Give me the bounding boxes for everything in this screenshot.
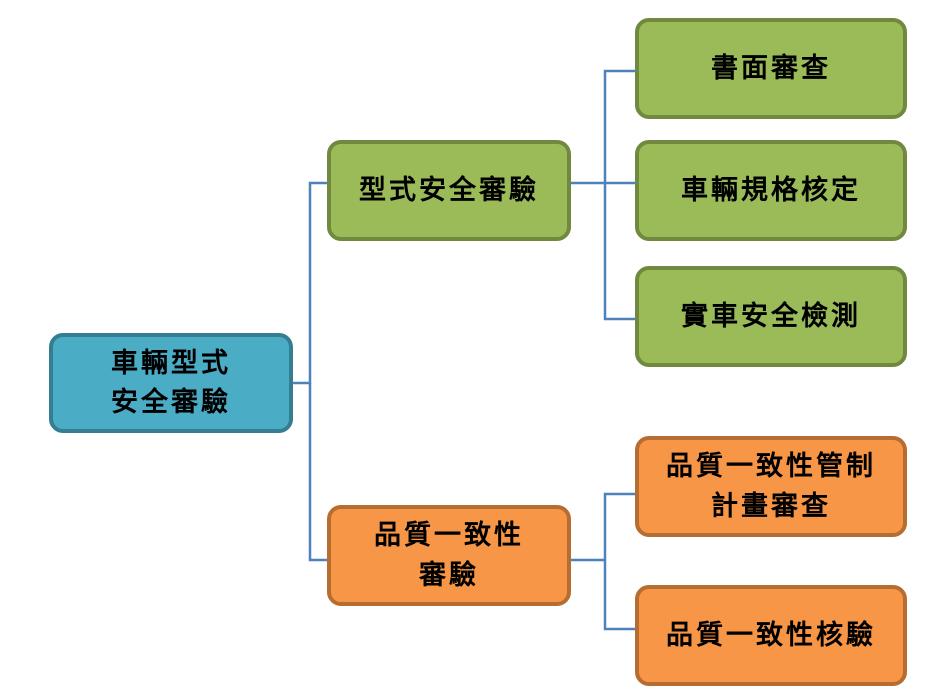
quality-child-label: 品質一致性核驗 [666, 619, 876, 651]
type-branch-label: 型式安全審驗 [359, 174, 539, 206]
root-line-2: 安全審驗 [111, 387, 231, 418]
type-child-node-vehicle-test: 實車安全檢測 [635, 266, 907, 367]
quality-child-node-plan-review: 品質一致性管制 計畫審查 [635, 436, 907, 537]
quality-branch-line-1: 品質一致性 [374, 520, 524, 552]
quality-branch-node: 品質一致性 審驗 [327, 505, 571, 606]
connector-quality-spine [603, 492, 638, 631]
quality-child-line-2: 計畫審查 [711, 490, 831, 522]
connector-type-spine [603, 69, 638, 321]
root-line-1: 車輛型式 [111, 347, 231, 379]
type-child-label: 書面審查 [711, 52, 831, 84]
quality-child-node-verification: 品質一致性核驗 [635, 585, 907, 686]
connector-root-to-quality [308, 383, 330, 562]
quality-branch-line-2: 審驗 [419, 559, 479, 591]
type-child-node-spec-approval: 車輛規格核定 [635, 140, 907, 241]
root-node: 車輛型式 安全審驗 [49, 333, 293, 433]
type-child-label: 車輛規格核定 [681, 174, 861, 206]
type-branch-node: 型式安全審驗 [327, 140, 571, 241]
quality-child-line-1: 品質一致性管制 [666, 451, 876, 483]
type-child-label: 實車安全檢測 [681, 300, 861, 332]
connector-root-to-type [290, 181, 330, 385]
type-child-node-document-review: 書面審查 [635, 18, 907, 119]
